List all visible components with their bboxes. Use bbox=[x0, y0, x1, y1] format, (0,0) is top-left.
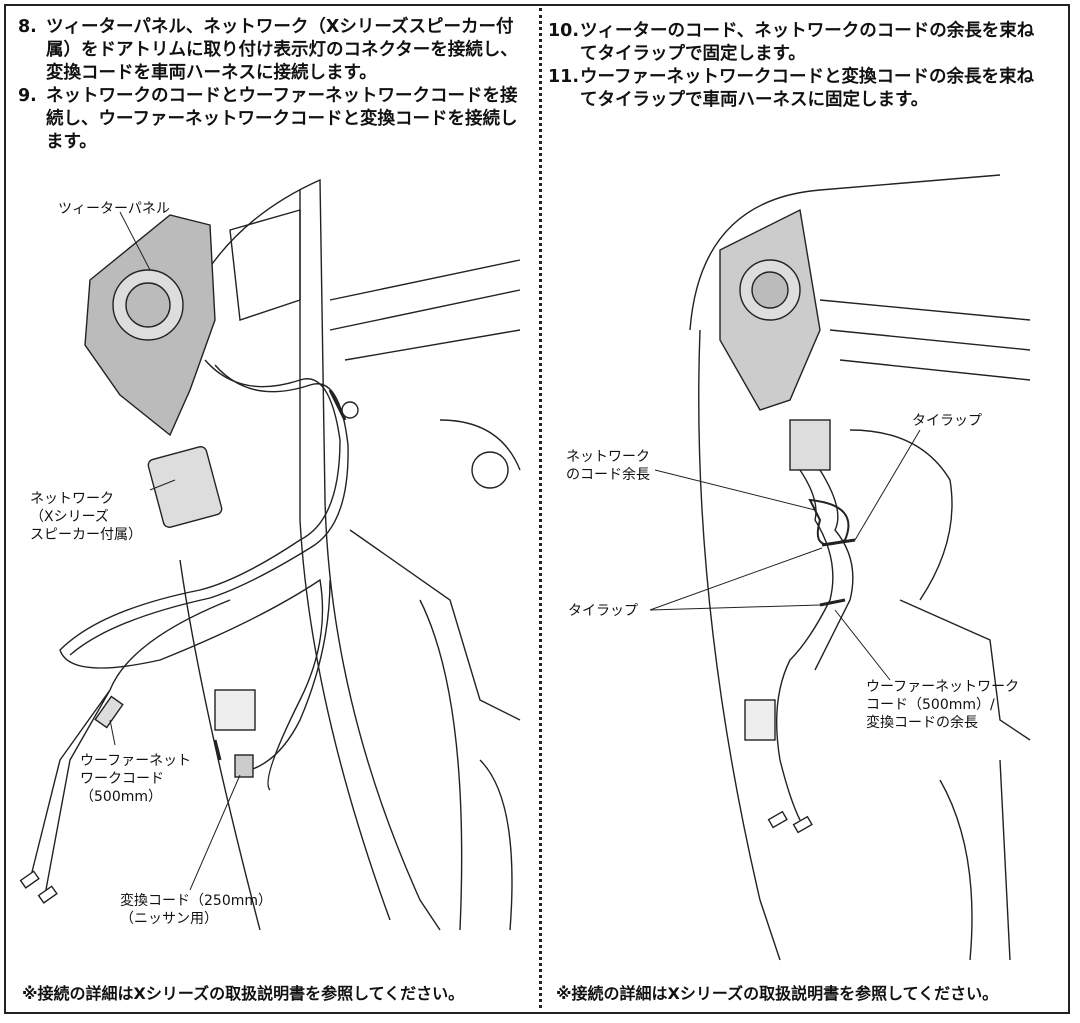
label-adapter-cord: 変換コード（250mm） （ニッサン用） bbox=[120, 893, 272, 927]
right-note: ※接続の詳細はXシリーズの取扱説明書を参照してください。 bbox=[556, 984, 999, 1003]
left-steps: 8.ツィーターパネル、ネットワーク（Xシリーズスピーカー付属）をドアトリムに取り… bbox=[18, 16, 533, 154]
page-frame bbox=[4, 4, 1070, 1014]
label-network-slack: ネットワーク のコード余長 bbox=[566, 449, 650, 483]
label-woofer-slack: ウーファーネットワーク コード（500mm）/ 変換コードの余長 bbox=[866, 679, 1020, 731]
right-leaders bbox=[649, 429, 921, 681]
label-woofer-cord: ウーファーネット ワークコード （500mm） bbox=[80, 753, 192, 805]
label-tie-wrap-1: タイラップ bbox=[912, 413, 982, 429]
label-tie-wrap-2: タイラップ bbox=[568, 603, 638, 619]
left-leaders bbox=[109, 211, 241, 891]
column-divider bbox=[539, 8, 542, 1008]
step-10: 10.ツィーターのコード、ネットワークのコードの余長を束ねてタイラップで固定しま… bbox=[548, 21, 1035, 64]
label-network: ネットワーク （Xシリーズ スピーカー付属） bbox=[30, 491, 142, 543]
left-note: ※接続の詳細はXシリーズの取扱説明書を参照してください。 bbox=[22, 984, 465, 1003]
step-8: 8.ツィーターパネル、ネットワーク（Xシリーズスピーカー付属）をドアトリムに取り… bbox=[18, 17, 518, 83]
right-steps: 10.ツィーターのコード、ネットワークのコードの余長を束ねてタイラップで固定しま… bbox=[548, 20, 1048, 112]
right-door-illustration bbox=[689, 174, 1031, 961]
step-11: 11.ウーファーネットワークコードと変換コードの余長を束ねてタイラップで車両ハー… bbox=[548, 67, 1034, 110]
label-tweeter-panel: ツィーターパネル bbox=[58, 201, 170, 217]
left-door-illustration bbox=[19, 178, 521, 931]
step-9: 9.ネットワークのコードとウーファーネットワークコードを接続し、ウーファーネット… bbox=[18, 86, 518, 152]
